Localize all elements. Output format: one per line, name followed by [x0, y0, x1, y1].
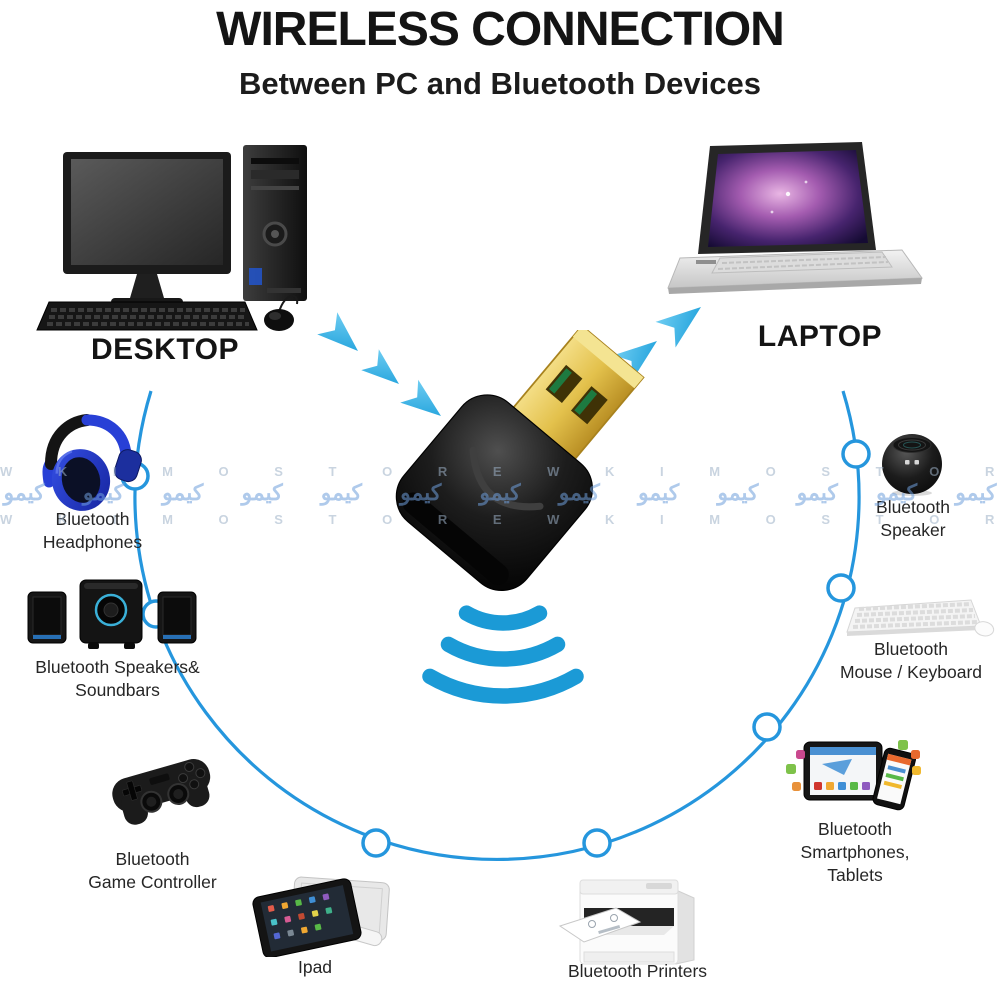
headphones-icon: [42, 414, 142, 511]
monitor-icon: [63, 152, 231, 307]
signal-arrow-icon: [655, 307, 701, 348]
circle-node-printer: [582, 828, 612, 858]
laptop-image: [667, 142, 923, 294]
usb-connector-icon: [507, 330, 645, 466]
desktop-mouse-icon: [264, 294, 299, 331]
desktop-keyboard-icon: [36, 301, 258, 331]
wifi-waves-icon: [422, 605, 584, 704]
adapter-body-icon: [395, 394, 593, 591]
speakers-label: Bluetooth Speakers&Soundbars: [35, 657, 200, 700]
bluetooth-printer-image: [558, 879, 695, 965]
laptop-signal-arrows: [613, 307, 701, 380]
circle-node-speaker: [841, 439, 871, 469]
desktop-signal-arrows: [317, 312, 441, 416]
laptop-label: LAPTOP: [757, 320, 883, 353]
smartphone-icon: [872, 747, 917, 811]
usb-bluetooth-adapter-image: [395, 330, 645, 591]
desktop-label: DESKTOP: [91, 333, 239, 366]
wireless-mouse-icon: [974, 621, 995, 637]
circle-node-smartphones: [752, 712, 782, 742]
page-title: WIRELESS CONNECTION: [216, 3, 785, 56]
bluetooth-mouse-keyboard-image: [846, 599, 995, 637]
bluetooth-smartphones-image: [786, 740, 921, 811]
front-tablet-icon: [252, 878, 362, 957]
ipad-image: [252, 876, 390, 957]
signal-arrow-icon: [613, 341, 657, 380]
round-speaker-icon: [882, 434, 942, 496]
bluetooth-speakers-image: [27, 579, 197, 649]
circle-node-controller: [361, 828, 391, 858]
printer-label: Bluetooth Printers: [567, 961, 708, 981]
subwoofer-icon: [79, 579, 143, 649]
circle-node-mouse-keyboard: [826, 573, 856, 603]
satellite-speaker-icon: [27, 591, 67, 644]
floating-app-icons: [786, 740, 921, 791]
ipad-label: Ipad: [297, 957, 333, 977]
tablet-icon: [803, 741, 883, 801]
signal-arrow-icon: [361, 349, 399, 384]
page-subtitle: Between PC and Bluetooth Devices: [239, 66, 761, 101]
bluetooth-headphones-image: [42, 414, 142, 511]
laptop-base-icon: [667, 249, 923, 294]
game-controller-icon: [112, 759, 211, 825]
computer-tower-icon: [243, 145, 307, 301]
wireless-keyboard-icon: [846, 599, 982, 636]
satellite-speaker-icon: [157, 591, 197, 644]
desktop-computer-image: [36, 145, 307, 331]
bluetooth-speaker-image: [882, 434, 942, 496]
signal-arrow-icon: [400, 379, 441, 416]
laptop-screen-icon: [698, 142, 876, 254]
printer-icon: [558, 879, 695, 965]
bluetooth-game-controller-image: [112, 759, 211, 825]
signal-arrow-icon: [317, 312, 358, 351]
